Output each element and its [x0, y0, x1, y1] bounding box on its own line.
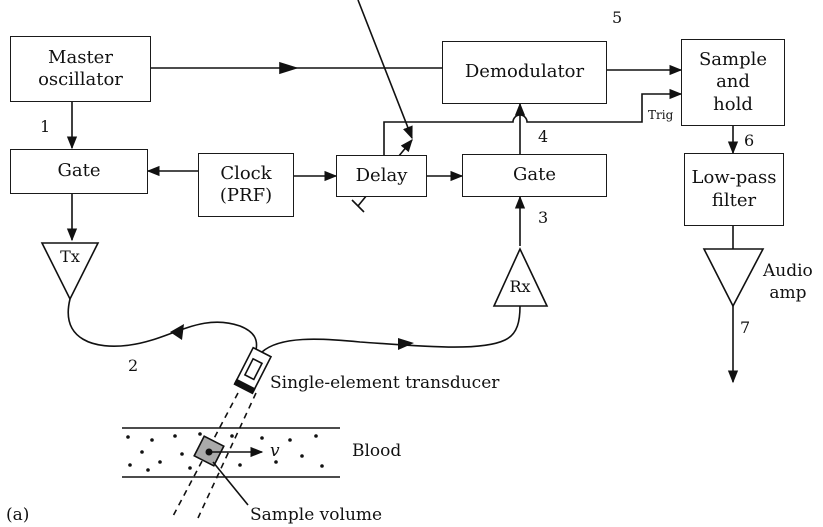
tx-label: Tx — [60, 247, 80, 266]
blood-label: Blood — [352, 441, 402, 461]
cable-rx — [261, 305, 521, 353]
blood-particles — [126, 432, 324, 472]
cable-arrow-rx — [398, 338, 414, 350]
gate-rx-block: Gate — [462, 154, 607, 197]
number-7: 7 — [740, 318, 751, 337]
rx-label: Rx — [509, 277, 531, 296]
delay-adjust-arrow — [357, 0, 413, 140]
audio-amp — [702, 248, 765, 308]
master-oscillator-block: Master oscillator — [10, 36, 151, 102]
delay-block: Delay — [336, 155, 427, 197]
number-5: 5 — [612, 8, 623, 27]
tx-amp — [40, 242, 100, 301]
number-3: 3 — [538, 208, 549, 227]
panel-label: (a) — [6, 505, 30, 525]
arrow-osc-demod — [279, 61, 299, 75]
line-trig — [383, 88, 683, 155]
number-2: 2 — [128, 356, 139, 375]
cable-arrow-tx — [170, 324, 184, 340]
sample-volume-leader — [212, 461, 249, 506]
sample-hold-block: Sample and hold — [681, 39, 785, 126]
number-6: 6 — [744, 131, 755, 150]
cable-tx — [67, 298, 258, 351]
velocity-label: v — [270, 441, 280, 461]
lowpass-filter-block: Low-pass filter — [684, 153, 784, 226]
number-1: 1 — [40, 117, 51, 136]
sample-volume-label: Sample volume — [250, 505, 383, 525]
trig-label: Trig — [648, 108, 674, 122]
number-4: 4 — [538, 127, 549, 146]
beam-right — [197, 392, 257, 519]
transducer — [233, 346, 273, 395]
audio-amp-label: Audio amp — [763, 261, 813, 304]
transducer-label: Single-element transducer — [270, 373, 500, 393]
gate-tx-block: Gate — [10, 149, 148, 194]
demodulator-block: Demodulator — [442, 41, 607, 104]
clock-block: Clock (PRF) — [198, 153, 294, 217]
